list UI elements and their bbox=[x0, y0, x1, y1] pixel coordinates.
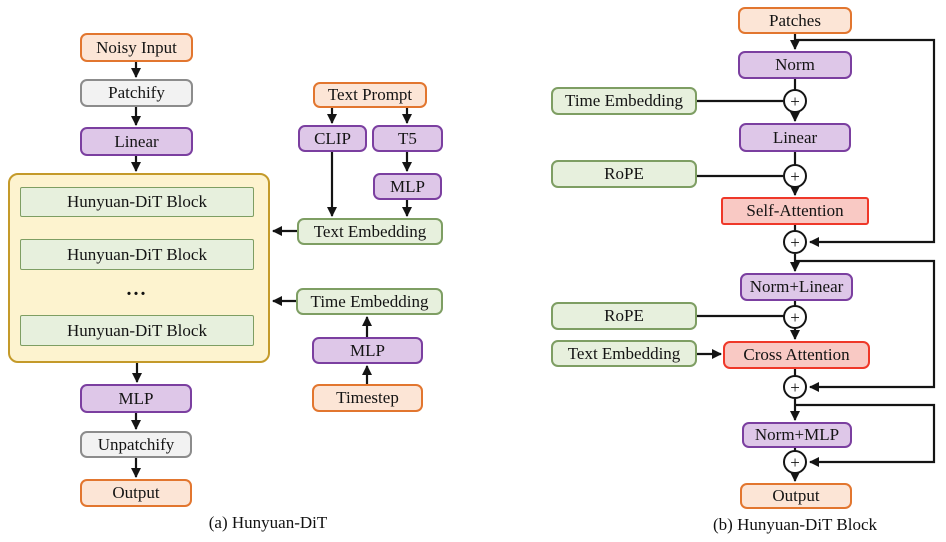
add-circle-1: + bbox=[783, 89, 807, 113]
node-norm-linear: Norm+Linear bbox=[740, 273, 853, 301]
node-text-embedding-a: Text Embedding bbox=[297, 218, 443, 245]
node-self-attention: Self-Attention bbox=[721, 197, 869, 225]
node-norm-mlp: Norm+MLP bbox=[742, 422, 852, 448]
node-clip: CLIP bbox=[298, 125, 367, 152]
node-linear: Linear bbox=[80, 127, 193, 156]
node-text-prompt: Text Prompt bbox=[313, 82, 427, 108]
add-circle-2: + bbox=[783, 164, 807, 188]
node-t5: T5 bbox=[372, 125, 443, 152]
node-mlp-time: MLP bbox=[312, 337, 423, 364]
node-timestep: Timestep bbox=[312, 384, 423, 412]
node-output-b: Output bbox=[740, 483, 852, 509]
add-circle-4: + bbox=[783, 305, 807, 329]
node-norm: Norm bbox=[738, 51, 852, 79]
node-mlp-text: MLP bbox=[373, 173, 442, 200]
node-rope-2: RoPE bbox=[551, 302, 697, 330]
node-text-embedding-b: Text Embedding bbox=[551, 340, 697, 367]
node-hunyuan-dit-block-3: Hunyuan-DiT Block bbox=[20, 315, 254, 346]
node-patches: Patches bbox=[738, 7, 852, 34]
node-mlp-out: MLP bbox=[80, 384, 192, 413]
node-unpatchify: Unpatchify bbox=[80, 431, 192, 458]
node-output-a: Output bbox=[80, 479, 192, 507]
add-circle-6: + bbox=[783, 450, 807, 474]
node-patchify: Patchify bbox=[80, 79, 193, 107]
node-rope-1: RoPE bbox=[551, 160, 697, 188]
ellipsis-dots: ... bbox=[126, 278, 148, 300]
node-linear-b: Linear bbox=[739, 123, 851, 152]
caption-panel-b: (b) Hunyuan-DiT Block bbox=[713, 515, 877, 534]
node-noisy-input: Noisy Input bbox=[80, 33, 193, 62]
caption-panel-a: (a) Hunyuan-DiT bbox=[208, 513, 328, 532]
node-time-embedding-a: Time Embedding bbox=[296, 288, 443, 315]
node-hunyuan-dit-block-2: Hunyuan-DiT Block bbox=[20, 239, 254, 270]
add-circle-3: + bbox=[783, 230, 807, 254]
node-cross-attention: Cross Attention bbox=[723, 341, 870, 369]
node-hunyuan-dit-block-1: Hunyuan-DiT Block bbox=[20, 187, 254, 217]
add-circle-5: + bbox=[783, 375, 807, 399]
node-time-embedding-b: Time Embedding bbox=[551, 87, 697, 115]
